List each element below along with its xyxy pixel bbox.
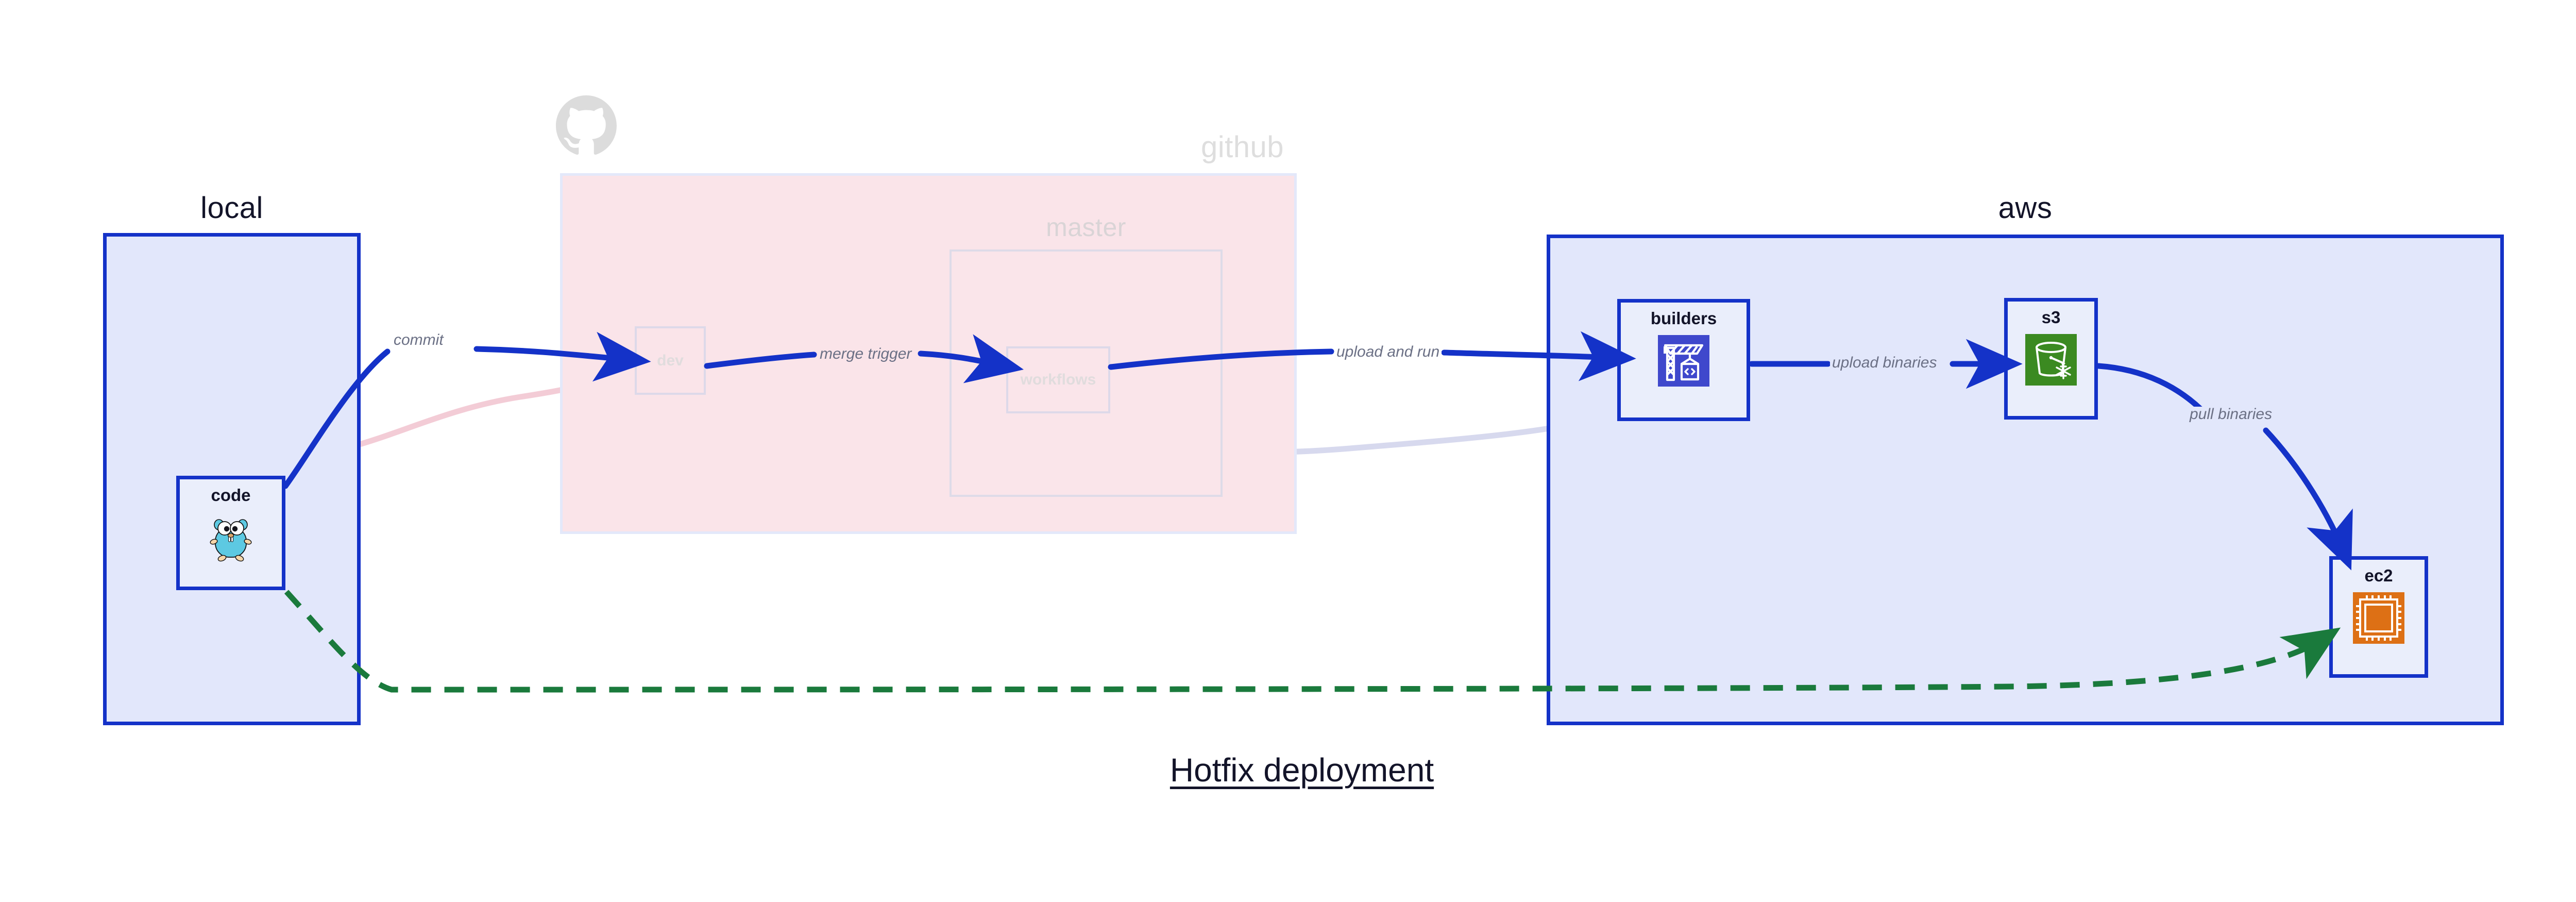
- node-builders-label: builders: [1650, 309, 1717, 328]
- group-label-aws: aws: [1998, 191, 2053, 225]
- go-gopher-icon: [210, 519, 252, 562]
- group-label-local: local: [200, 191, 263, 225]
- node-s3-label: s3: [2041, 308, 2061, 327]
- edge-label-pull-binaries: pull binaries: [2188, 407, 2275, 422]
- group-label-master: master: [1046, 213, 1126, 242]
- aws-s3-glacier-icon: [2025, 334, 2077, 386]
- node-s3[interactable]: s3: [2004, 298, 2098, 420]
- group-label-github: github: [1200, 130, 1284, 164]
- node-workflows-label: workflows: [1020, 371, 1096, 388]
- node-dev[interactable]: dev: [635, 326, 706, 395]
- edge-label-upload-and-run: upload and run: [1334, 344, 1442, 360]
- aws-ec2-chip-icon: [2353, 592, 2404, 644]
- node-builders[interactable]: builders: [1617, 299, 1750, 421]
- github-octocat-icon: [556, 95, 617, 156]
- node-code-label: code: [211, 486, 251, 505]
- node-dev-label: dev: [657, 352, 684, 369]
- edge-label-upload-binaries: upload binaries: [1830, 355, 1939, 371]
- page-title: Hotfix deployment: [1170, 751, 1434, 789]
- node-code[interactable]: code: [176, 476, 285, 590]
- node-ec2-label: ec2: [2364, 566, 2393, 585]
- edge-label-commit: commit: [392, 332, 446, 348]
- node-ec2[interactable]: ec2: [2329, 556, 2428, 678]
- node-workflows[interactable]: workflows: [1006, 346, 1110, 413]
- aws-codebuild-icon: [1658, 335, 1709, 387]
- edge-label-merge-trigger: merge trigger: [818, 346, 914, 362]
